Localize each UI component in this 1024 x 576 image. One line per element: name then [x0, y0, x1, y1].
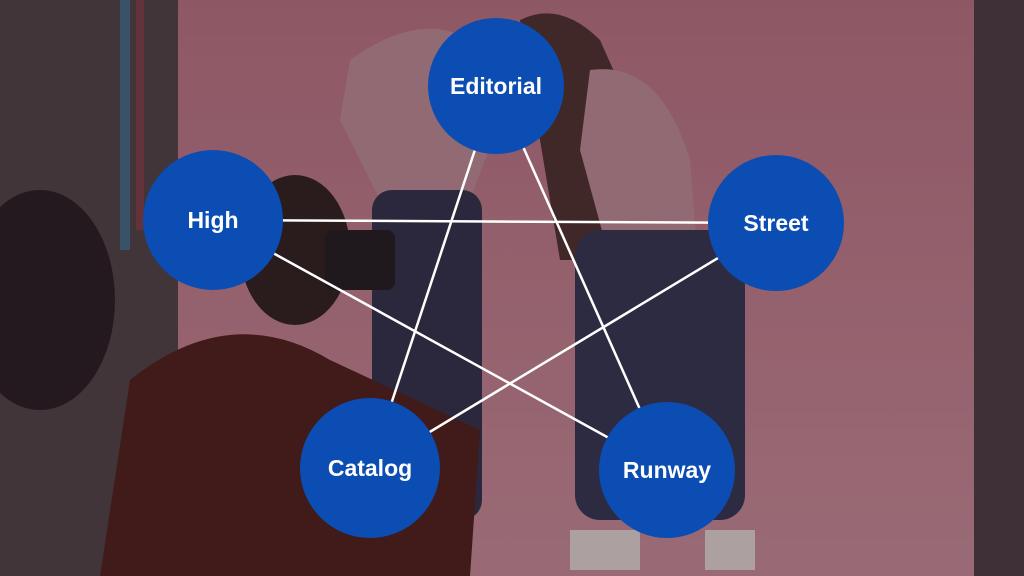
diagram-edges [212, 85, 777, 472]
softbox-light [0, 190, 115, 410]
node-circle-street [708, 155, 844, 291]
node-runway: Runway [599, 402, 735, 538]
edge-high-street [212, 218, 777, 225]
node-catalog: Catalog [300, 398, 440, 538]
edge-editorial-runway [494, 85, 669, 471]
node-label-catalog: Catalog [328, 455, 412, 481]
node-street: Street [708, 155, 844, 291]
node-label-editorial: Editorial [450, 73, 542, 99]
node-editorial: Editorial [428, 18, 564, 154]
node-circle-catalog [300, 398, 440, 538]
edge-street-catalog [369, 221, 777, 470]
node-circle-high [143, 150, 283, 290]
node-high: High [143, 150, 283, 290]
node-circle-runway [599, 402, 735, 538]
node-label-street: Street [743, 210, 809, 236]
edge-high-runway [212, 218, 668, 472]
node-circle-editorial [428, 18, 564, 154]
node-label-runway: Runway [623, 457, 711, 483]
node-label-high: High [187, 207, 238, 233]
